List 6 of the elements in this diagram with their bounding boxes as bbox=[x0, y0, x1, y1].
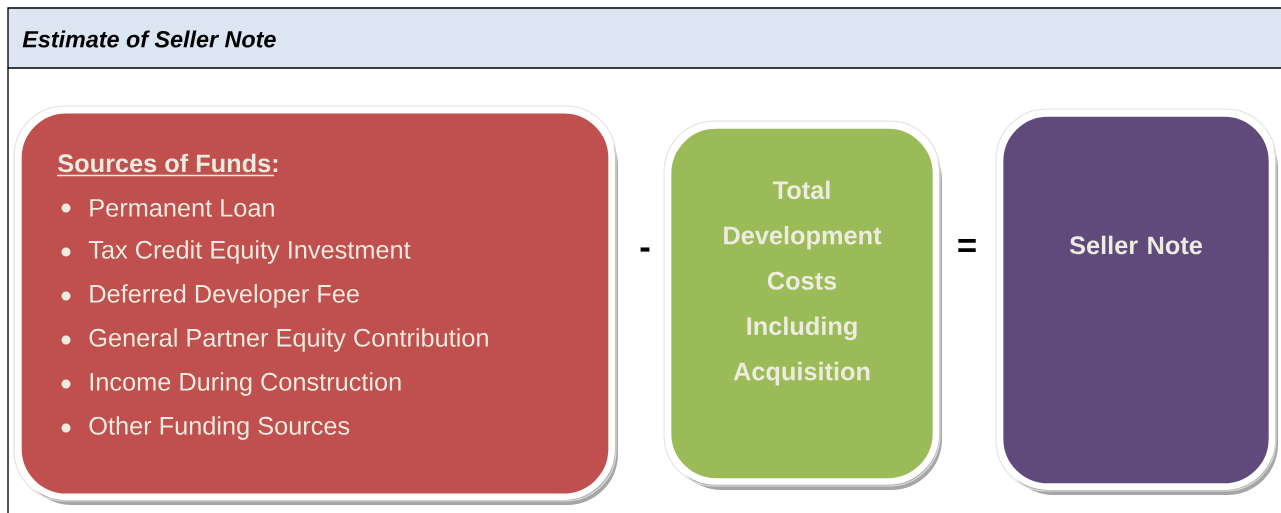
title: Estimate of Seller Note bbox=[22, 30, 276, 48]
operator-sign: - bbox=[640, 247, 650, 252]
rounded-box: Seller Note bbox=[995, 108, 1278, 495]
rounded-box: Sources of Funds: Permanent Loan Tax Credit Equity Investment Deferred Developer Fee General Partner Equity Contribution Income During Construction Other Funding Sources bbox=[13, 105, 618, 505]
rounded-box: Total Development Costs Including Acquisition bbox=[663, 120, 942, 490]
operator-sign: = bbox=[958, 239, 976, 253]
